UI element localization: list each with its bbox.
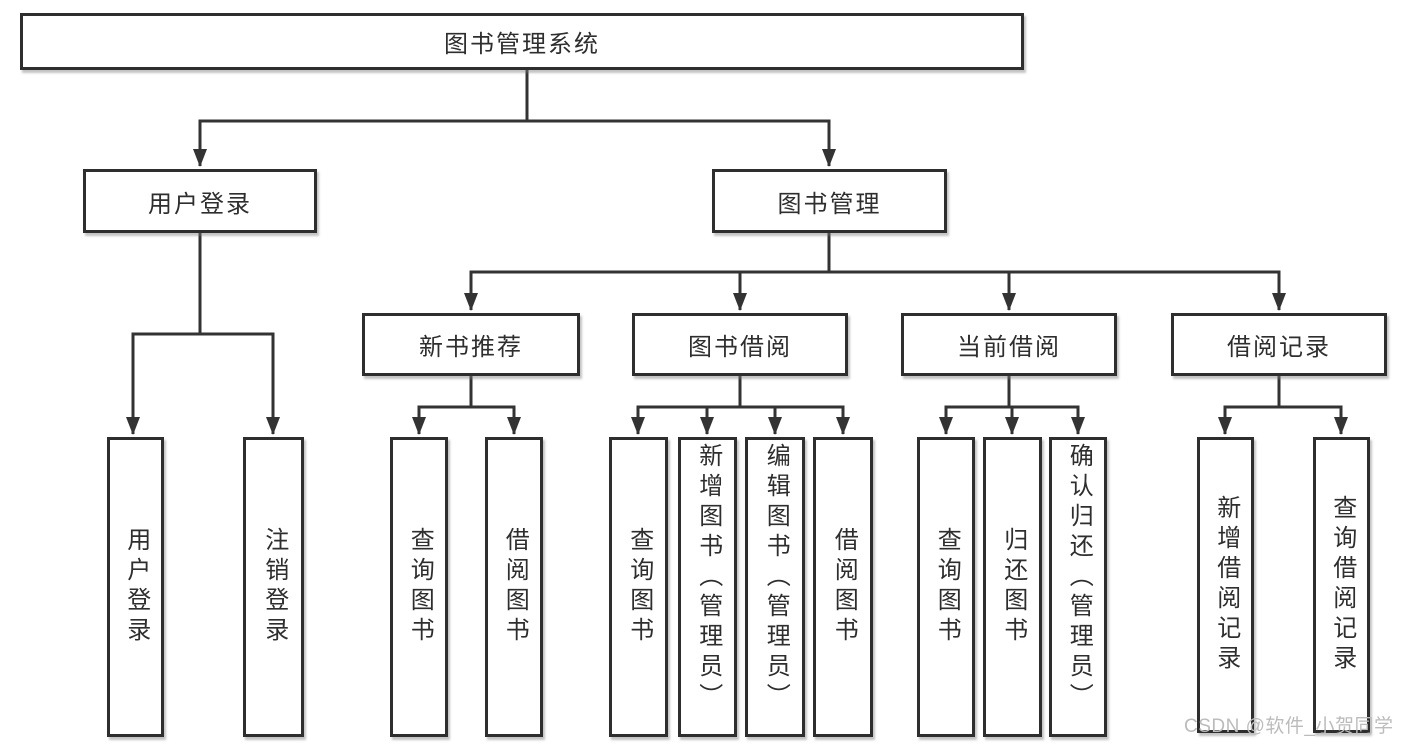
node-user-login: 用户登录 — [83, 169, 317, 233]
leaf-user-login: 用户登录 — [107, 437, 164, 737]
leaf-query-books-borrow: 查询图书 — [609, 437, 668, 737]
leaf-return-book: 归还图书 — [983, 437, 1042, 737]
leaf-logout: 注销登录 — [243, 437, 304, 737]
leaf-add-book-admin: 新增图书（管理员） — [678, 437, 737, 737]
node-borrow-records: 借阅记录 — [1171, 313, 1387, 376]
leaf-borrow-books: 借阅图书 — [813, 437, 873, 737]
node-book-management: 图书管理 — [712, 169, 947, 233]
leaf-confirm-return-admin: 确认归还（管理员） — [1049, 437, 1107, 737]
leaf-query-borrow-record: 查询借阅记录 — [1313, 437, 1370, 733]
leaf-query-books-recommend: 查询图书 — [390, 437, 448, 737]
node-new-book-recommend: 新书推荐 — [362, 313, 580, 376]
node-book-borrow: 图书借阅 — [632, 313, 848, 376]
node-root: 图书管理系统 — [20, 13, 1024, 70]
leaf-edit-book-admin: 编辑图书（管理员） — [745, 437, 805, 737]
node-current-borrow: 当前借阅 — [901, 313, 1117, 376]
watermark: CSDN @软件_小贺同学 — [1184, 716, 1394, 737]
leaf-borrow-books-recommend: 借阅图书 — [485, 437, 543, 737]
leaf-add-borrow-record: 新增借阅记录 — [1197, 437, 1254, 733]
leaf-query-books-current: 查询图书 — [917, 437, 975, 737]
